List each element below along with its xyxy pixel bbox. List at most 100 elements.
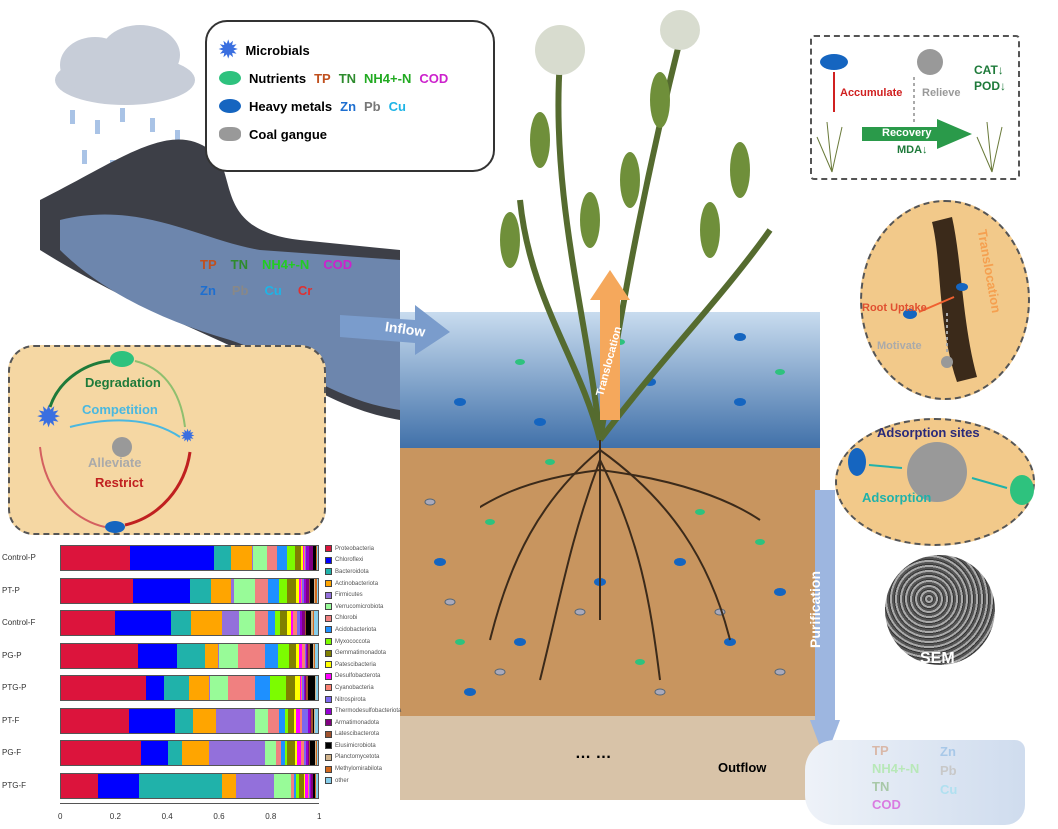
legend-label: Patescibacteria — [335, 661, 377, 668]
bar-segment-bacteroidota — [176, 643, 205, 668]
bar-segment-bacteroidota — [175, 708, 194, 733]
legend-swatch — [325, 580, 332, 588]
label-zn: Zn — [200, 283, 216, 298]
legend-zn: Zn — [340, 98, 357, 114]
adsorption-circle: Adsorption sites Adsorption — [835, 418, 1035, 546]
degradation-label: Degradation — [85, 375, 161, 390]
pod-label: POD↓ — [974, 79, 1007, 93]
adsorption-sites-label: Adsorption sites — [877, 425, 980, 440]
bar-segment-methylomirabilota — [316, 546, 317, 570]
bar-segment-chlorobi — [267, 546, 278, 570]
bar-segment-gemmatimonadota — [295, 546, 301, 570]
x-tick-label: 0.2 — [109, 812, 121, 821]
x-tick-label: 0.4 — [161, 812, 173, 821]
bar-segment-bacteroidota — [213, 546, 232, 570]
bar-segment-proteobacteria — [61, 643, 139, 668]
bar-segment-armatimonadota — [311, 773, 313, 798]
bar-segment-verrucomicrobiota — [274, 773, 291, 798]
bar-segment-elusimicrobiota — [307, 676, 316, 700]
bar-segment-gemmatimonadota — [288, 708, 294, 733]
legend-item: Cyanobacteria — [325, 682, 401, 694]
row-label: PG-F — [2, 748, 22, 757]
bar-segment-methylomirabilota — [315, 676, 317, 700]
legend-swatch — [325, 568, 332, 576]
legend-tp: TP — [314, 70, 331, 86]
bar-segment-verrucomicrobiota — [265, 741, 276, 765]
bar-segment-bacteroidota — [163, 676, 190, 700]
bar-segment-thermodesulfobacteriota — [306, 546, 309, 570]
bar-segment-elusimicrobiota — [306, 611, 312, 635]
bar-segment-armatimonadota — [310, 708, 312, 733]
microbe-interaction-box: ✹✹ Degradation Competition Alleviate Res… — [8, 345, 326, 535]
legend-swatch — [325, 696, 332, 704]
bar-segment-acidobacteriota — [267, 611, 276, 635]
bar-row — [60, 642, 319, 669]
legend-item: Myxococcota — [325, 636, 401, 648]
legend-label: Actinobacteriota — [335, 580, 379, 587]
bar-segment-thermodesulfobacteriota — [299, 611, 303, 635]
bar-segment-latescibacterota — [311, 708, 313, 733]
bar-row — [60, 772, 319, 799]
legend-swatch — [325, 545, 332, 553]
bar-segment-myxococcota — [287, 546, 296, 570]
svg-text:✹: ✹ — [180, 426, 195, 446]
bar-segment-proteobacteria — [61, 676, 146, 700]
bar-segment-nitrospirota — [302, 708, 308, 733]
cat-pod-labels: CAT↓POD↓ — [974, 62, 1006, 94]
sem-image — [885, 555, 995, 665]
bar-segment-acidobacteriota — [280, 741, 285, 765]
legend-label: Methylomirabilota — [335, 766, 383, 773]
bar-row — [60, 707, 319, 734]
bar-segment-acidobacteriota — [277, 546, 288, 570]
bar-segment-acidobacteriota — [279, 708, 285, 733]
legend-label: Elusimicrobiota — [335, 742, 376, 749]
bar-segment-latescibacterota — [312, 546, 314, 570]
bar-segment-thermodesulfobacteriota — [303, 578, 307, 603]
bar-segment-actinobacteriota — [193, 708, 217, 733]
x-tick-label: 1 — [317, 812, 322, 821]
motivate-label: Motivate — [877, 340, 922, 352]
bar-segment-desulfobacterota — [296, 708, 300, 733]
legend-label: other — [335, 777, 349, 784]
legend-label: Verrucomicrobiota — [335, 603, 384, 610]
bar-segment-verrucomicrobiota — [234, 578, 255, 603]
bar-segment-actinobacteriota — [181, 741, 209, 765]
microbe-icon: ✹ — [219, 37, 238, 62]
bar-segment-planctomycetota — [312, 643, 315, 668]
root-section — [903, 217, 977, 382]
bar-segment-armatimonadota — [307, 643, 309, 668]
bar-segment-chlorobi — [275, 741, 281, 765]
bar-segment-methylomirabilota — [315, 578, 317, 603]
legend-swatch — [325, 661, 332, 669]
legend-label: Armatimonadota — [335, 719, 380, 726]
legend-item: Bacteroidota — [325, 566, 401, 578]
bar-segment-nitrospirota — [302, 676, 304, 700]
legend-swatch — [325, 765, 332, 773]
legend-cu: Cu — [388, 98, 406, 114]
root-uptake-label: Root Uptake — [862, 302, 927, 314]
legend-label: Proteobacteria — [335, 545, 375, 552]
bar-segment-myxococcota — [270, 676, 286, 700]
competition-label: Competition — [82, 402, 158, 417]
legend-heavy-metals: Heavy metals — [249, 98, 333, 114]
bar-segment-firmicutes — [251, 546, 254, 570]
bar-segment-nitrospirota — [304, 643, 306, 668]
legend-item: Proteobacteria — [325, 543, 401, 555]
bar-segment-desulfobacterota — [297, 741, 302, 765]
bar-segment-other — [313, 611, 318, 635]
bar-row — [60, 577, 319, 604]
bar-segment-bacteroidota — [190, 578, 211, 603]
legend-item: Armatimonadota — [325, 717, 401, 729]
purification-label: Purification — [807, 570, 823, 648]
bar-segment-armatimonadota — [308, 546, 313, 570]
legend-swatch — [325, 626, 332, 634]
legend-tn: TN — [338, 70, 357, 86]
svg-text:✹: ✹ — [36, 401, 61, 434]
x-axis — [60, 803, 319, 804]
bar-segment-nitrospirota — [303, 741, 307, 765]
row-label: Control-F — [2, 618, 36, 627]
legend-swatch — [325, 591, 332, 599]
bar-segment-planctomycetota — [314, 773, 316, 798]
bar-segment-desulfobacterota — [299, 643, 302, 668]
